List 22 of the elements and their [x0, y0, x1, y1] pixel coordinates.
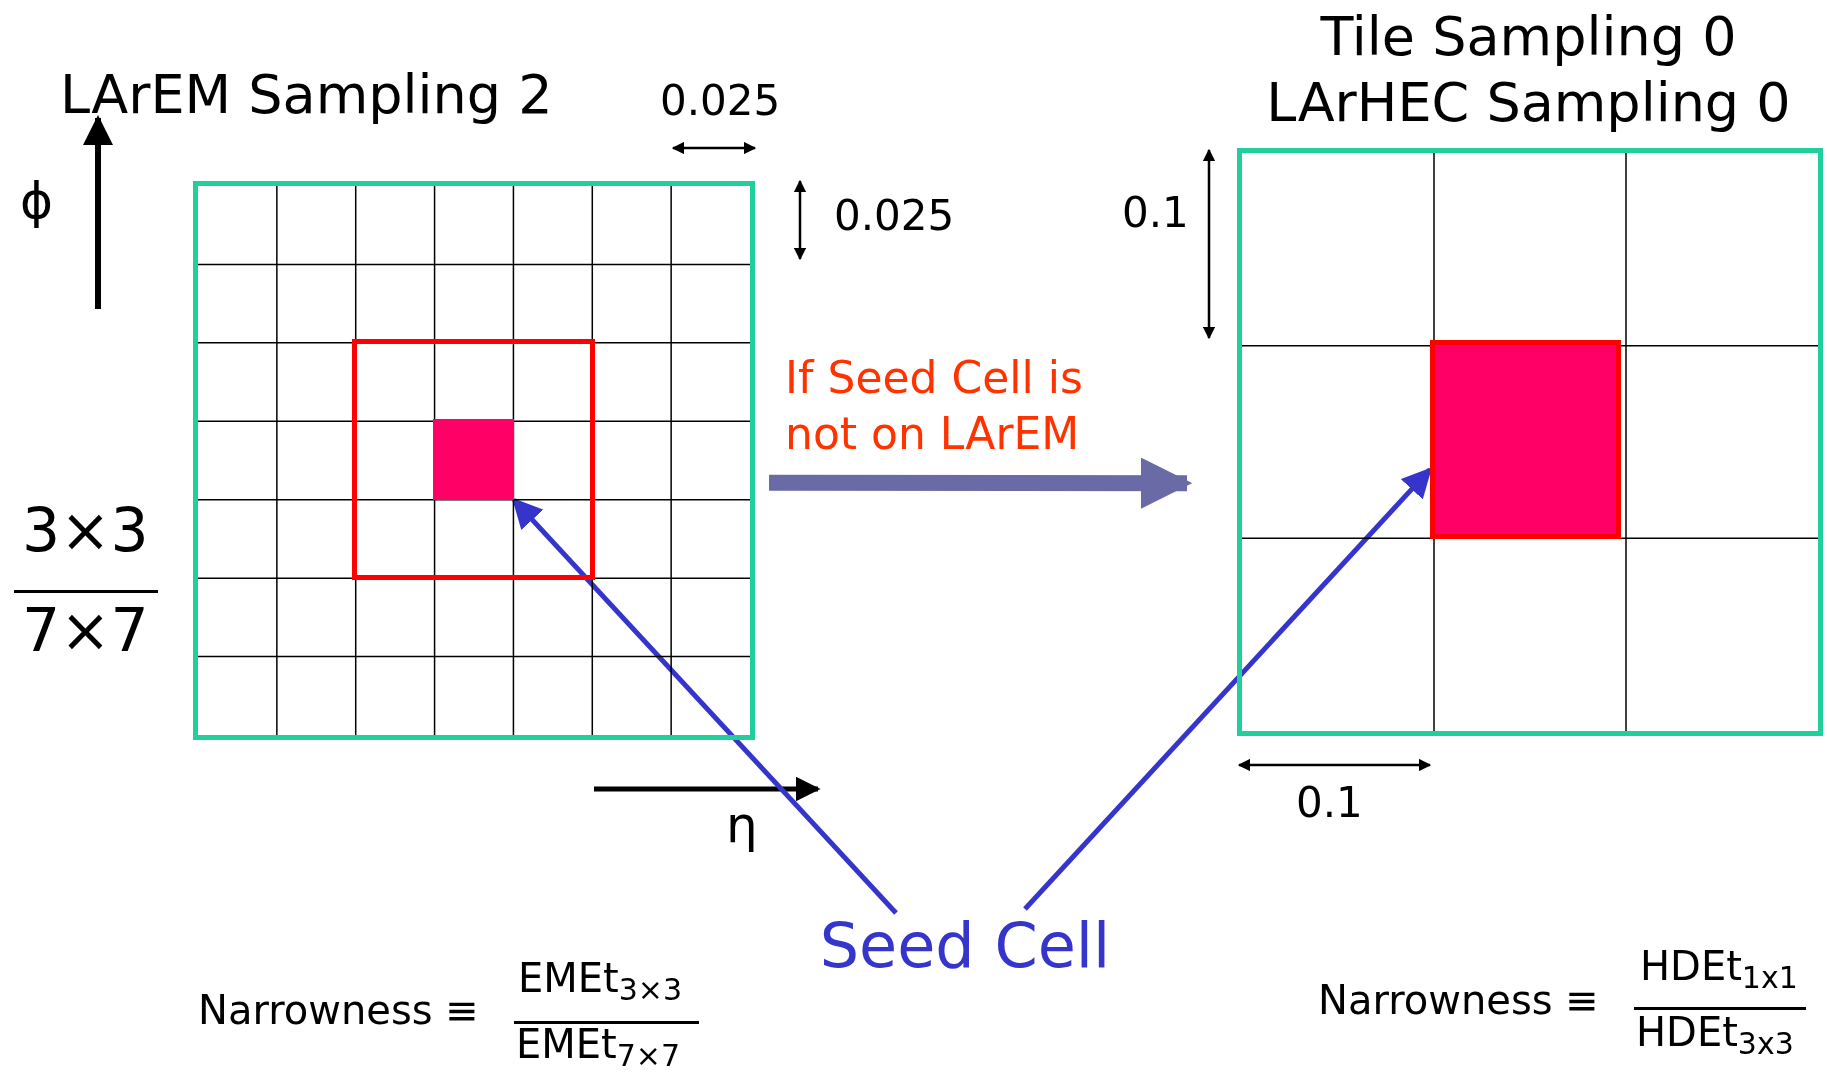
- label-text: EMEt$_{3×3}$: [518, 958, 683, 998]
- label-text: Narrowness ≡: [198, 990, 479, 1030]
- arrow: [769, 457, 1193, 509]
- label-text: 0.025: [660, 80, 781, 122]
- label-text: Narrowness ≡: [1318, 980, 1599, 1020]
- grid-heading: LArEM Sampling 2: [60, 62, 554, 128]
- label-text: 0.025: [834, 195, 955, 237]
- label-text: EMEt$_{7×7}$: [516, 1024, 681, 1064]
- label-text: 0.1: [1122, 192, 1189, 234]
- label-text: HDEt$_{1x1}$: [1640, 946, 1798, 986]
- label-text: ϕ: [20, 176, 53, 226]
- label-text: 3×3: [22, 500, 149, 560]
- label-text: η: [726, 800, 758, 850]
- label-text: 7×7: [22, 600, 149, 660]
- arrow: [511, 497, 898, 915]
- label-text: HDEt$_{3x3}$: [1636, 1012, 1794, 1052]
- seed-cell-label: Seed Cell: [819, 907, 1111, 984]
- grid-heading: Tile Sampling 0: [1319, 4, 1738, 70]
- seed-cell: [1430, 340, 1621, 539]
- grid-heading: LArHEC Sampling 0: [1265, 70, 1792, 136]
- seed-cell: [433, 419, 514, 500]
- label-text: 0.1: [1296, 782, 1363, 824]
